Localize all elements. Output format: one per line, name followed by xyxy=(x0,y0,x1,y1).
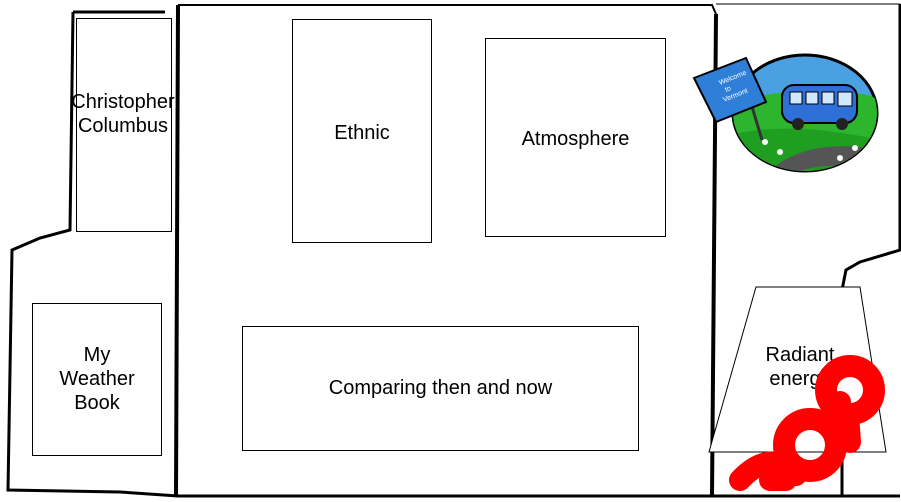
comparing-label: Comparing then and now xyxy=(242,376,639,400)
label-line: Columbus xyxy=(40,114,206,138)
label-line: Christopher xyxy=(40,90,206,114)
left-divider xyxy=(176,5,178,496)
label-line: Book xyxy=(32,391,162,415)
my-weather-book-label: My Weather Book xyxy=(32,343,162,415)
top-edge-main xyxy=(178,5,716,14)
atmosphere-label: Atmosphere xyxy=(485,127,666,151)
watermark-overlay xyxy=(700,330,900,500)
ethnic-label: Ethnic xyxy=(292,121,432,145)
label-line: My xyxy=(32,343,162,367)
bus-icon xyxy=(782,85,857,130)
christopher-columbus-label: Christopher Columbus xyxy=(40,90,206,138)
bus-landscape-icon: Welcome to Vermont xyxy=(690,40,880,180)
label-line: Weather xyxy=(32,367,162,391)
